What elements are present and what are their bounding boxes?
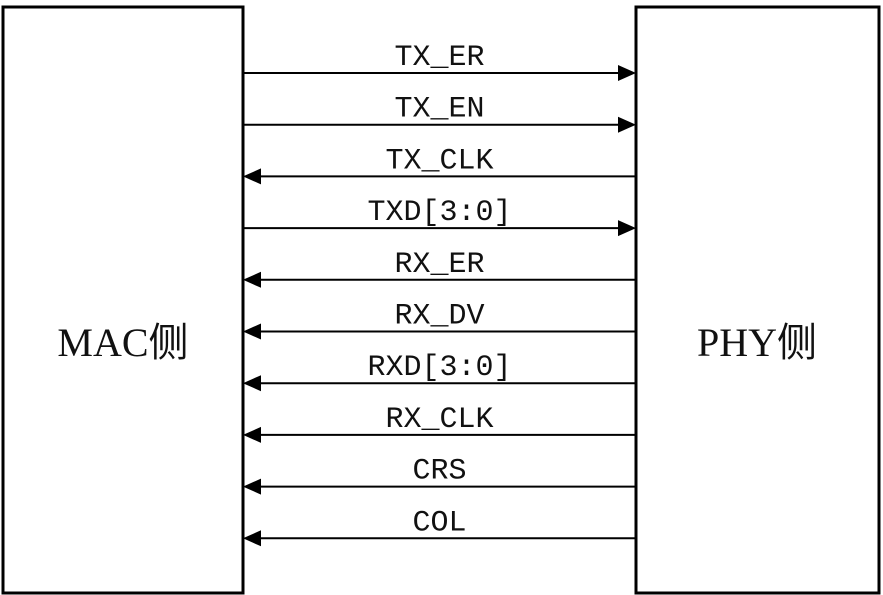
arrow-left-icon xyxy=(243,168,261,185)
arrow-left-icon xyxy=(243,323,261,340)
signal-label: TX_EN xyxy=(394,93,484,127)
phy-block: PHY侧 xyxy=(634,5,881,595)
arrow-left-icon xyxy=(243,530,261,547)
arrow-left-icon xyxy=(243,426,261,443)
signal-label: TX_CLK xyxy=(385,144,493,178)
signal-crs: CRS xyxy=(243,455,636,495)
signal-tx-er: TX_ER xyxy=(243,41,636,81)
signal-rx-er: RX_ER xyxy=(243,248,636,288)
mac-label: MAC侧 xyxy=(57,320,188,365)
signal-label: COL xyxy=(412,506,466,540)
signal-label: RX_DV xyxy=(394,300,484,334)
signal-tx-clk: TX_CLK xyxy=(243,144,636,185)
signal-col: COL xyxy=(243,506,636,547)
arrow-right-icon xyxy=(618,220,636,237)
arrow-right-icon xyxy=(618,65,636,81)
arrow-right-icon xyxy=(618,116,636,133)
arrow-left-icon xyxy=(243,478,261,495)
signal-label: RXD[3:0] xyxy=(367,351,511,385)
signal-label: RX_CLK xyxy=(385,403,493,437)
phy-label: PHY侧 xyxy=(697,320,817,365)
signal-tx-en: TX_EN xyxy=(243,93,636,133)
phy-box xyxy=(634,5,881,595)
signal-lines: TX_ER TX_EN TX_CLK TXD[3:0] RX_ER RX_DV RXD[3:… xyxy=(243,41,636,547)
signal-label: RX_ER xyxy=(394,248,484,282)
signal-label: TX_ER xyxy=(394,41,484,75)
signal-txd-3-0: TXD[3:0] xyxy=(243,196,636,237)
mac-box xyxy=(1,5,245,595)
mac-block: MAC侧 xyxy=(1,5,245,595)
signal-rx-dv: RX_DV xyxy=(243,300,636,340)
arrow-left-icon xyxy=(243,375,261,392)
signal-rx-clk: RX_CLK xyxy=(243,403,636,443)
signal-label: TXD[3:0] xyxy=(367,196,511,230)
signal-rxd-3-0: RXD[3:0] xyxy=(243,351,636,392)
signal-label: CRS xyxy=(412,455,466,489)
arrow-left-icon xyxy=(243,271,261,288)
